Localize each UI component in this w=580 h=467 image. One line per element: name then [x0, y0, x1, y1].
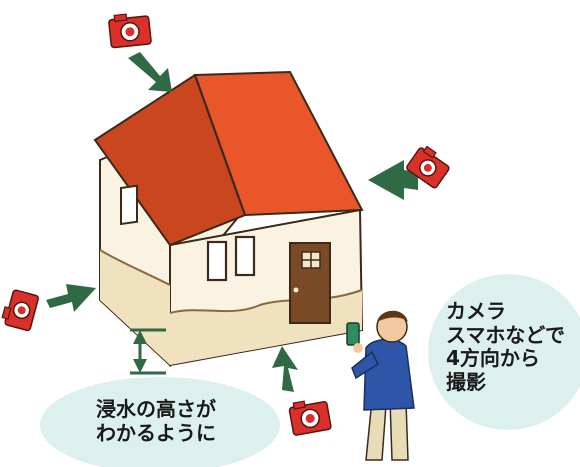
- flood-note-bubble: [40, 377, 280, 467]
- front-window-1: [206, 240, 228, 282]
- camera-note-line: スマホなどで: [446, 322, 565, 347]
- arrow-from-bottom: [272, 346, 298, 392]
- left-window: [120, 184, 138, 226]
- smartphone-icon: [346, 322, 360, 346]
- house: [93, 70, 364, 368]
- arrow-from-top: [128, 52, 172, 92]
- flood-note-line: わかるように: [96, 420, 216, 445]
- flood-height-indicator: [130, 328, 166, 375]
- front-window-2: [234, 235, 256, 277]
- camera-note: カメラ スマホなどで 4方向から 撮影: [446, 299, 565, 394]
- camera-icon: [1, 289, 39, 332]
- arrow-from-right: [368, 160, 418, 200]
- camera-icon: [288, 400, 332, 436]
- arrow-from-left: [46, 284, 96, 312]
- camera-icon: [406, 145, 450, 189]
- person-with-phone: [346, 310, 415, 461]
- flood-band-left: [100, 250, 170, 365]
- camera-note-bubble: [428, 274, 580, 430]
- camera-note-line: カメラ: [446, 299, 506, 323]
- camera-note-line: 撮影: [446, 369, 486, 394]
- flood-line-left: [99, 249, 171, 286]
- flood-note-line: 浸水の高さが: [96, 397, 216, 421]
- flood-note: 浸水の高さが わかるように: [96, 397, 216, 445]
- camera-note-line: 4方向から: [446, 346, 540, 371]
- camera-icon: [108, 13, 152, 49]
